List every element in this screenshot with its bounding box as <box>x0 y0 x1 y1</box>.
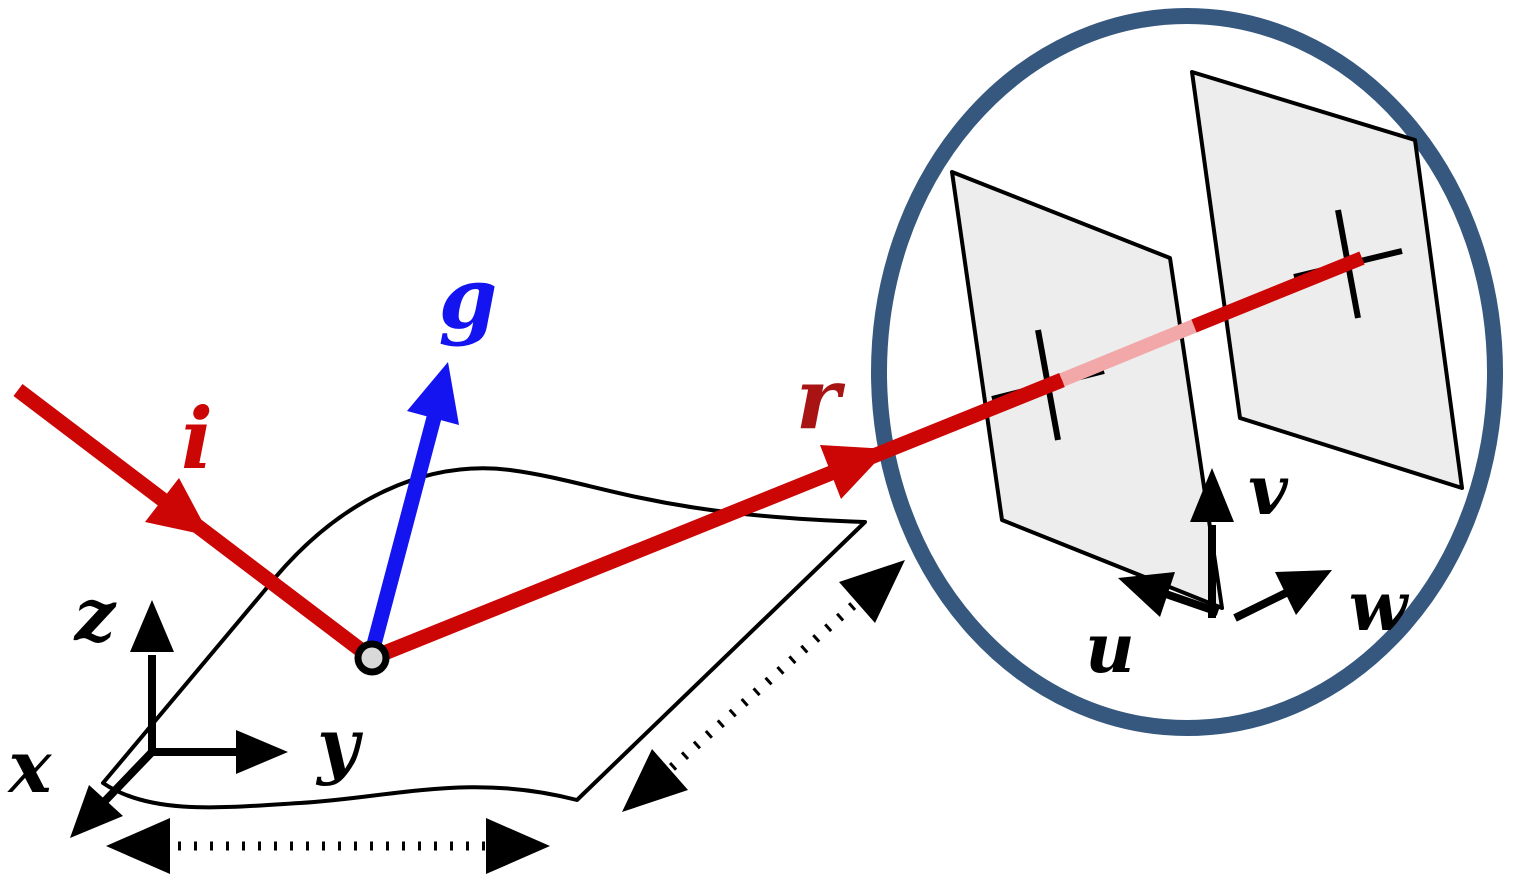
x-axis-arrowhead <box>70 785 123 838</box>
z-axis-arrowhead <box>130 600 174 652</box>
v-axis-label: v <box>1248 451 1289 531</box>
w-axis-label: w <box>1349 567 1410 647</box>
reflected-ray-line-exit <box>1191 251 1365 333</box>
y-axis-arrowhead <box>236 730 288 774</box>
surface-patch <box>101 466 867 810</box>
dimension-arrowhead-left <box>106 818 170 874</box>
reflected-ray <box>369 251 1365 665</box>
incident-ray-label: i <box>181 389 213 488</box>
w-axis-line <box>1233 587 1292 622</box>
zoom-circle <box>871 8 1503 736</box>
v-axis-arrowhead <box>1190 468 1234 522</box>
surface-normal-arrowhead <box>407 362 459 425</box>
dimension-arrowhead-right <box>486 818 550 874</box>
y-axis-label: y <box>315 702 363 787</box>
image-plane-far <box>1190 70 1464 490</box>
x-axis-label: x <box>7 724 53 809</box>
reflected-ray-line <box>369 373 1065 665</box>
dimension-arrowhead-lower <box>622 749 688 812</box>
w-axis-arrowhead <box>1275 570 1332 615</box>
reflection-point <box>354 640 390 676</box>
z-axis-label: z <box>73 572 118 657</box>
world-axes <box>70 600 288 838</box>
u-axis-line <box>1161 589 1220 616</box>
reflected-ray-line-through-plane <box>1059 319 1197 387</box>
dimension-arrowhead-upper <box>839 560 905 623</box>
reflected-ray-arrowhead <box>820 445 888 499</box>
image-axes <box>1118 468 1332 622</box>
reflected-ray-label: r <box>796 349 846 448</box>
surface-width-dimension-arrow <box>106 818 550 874</box>
x-axis-line <box>100 749 155 806</box>
u-axis-label: u <box>1085 609 1134 689</box>
surface-normal-label: g <box>439 249 498 348</box>
image-plane-near <box>950 170 1224 610</box>
incident-ray <box>13 384 379 666</box>
surface-normal-arrow <box>364 362 459 654</box>
surface-normal-line <box>364 408 444 654</box>
surface-depth-dimension-arrow <box>622 560 905 812</box>
incident-ray-arrowhead <box>145 478 210 536</box>
u-axis-arrowhead <box>1118 572 1175 617</box>
